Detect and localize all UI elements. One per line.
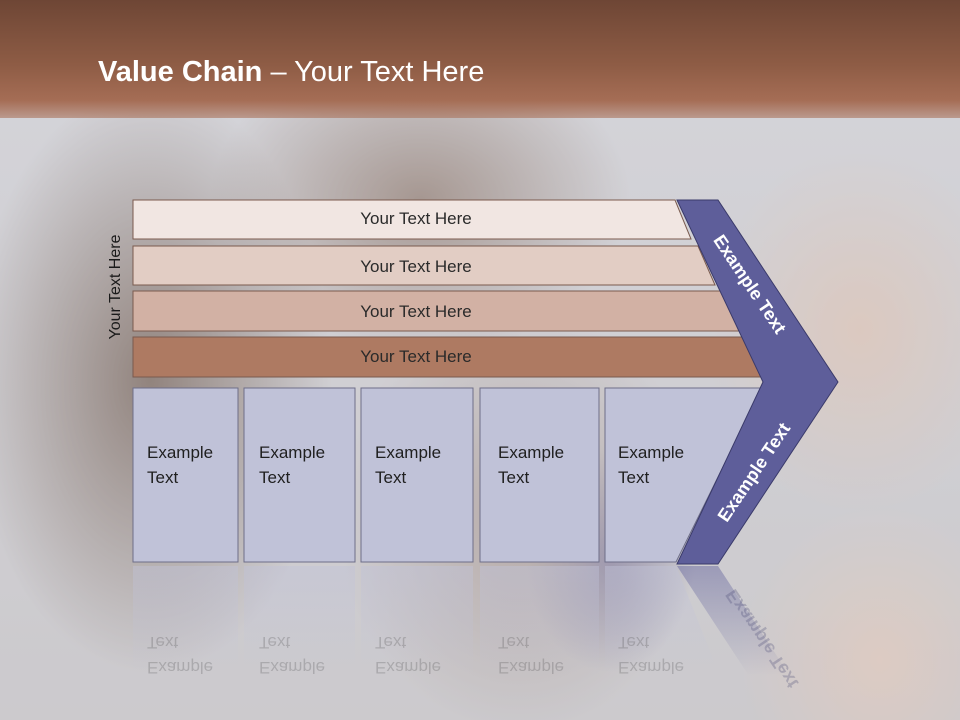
title-bar: [0, 0, 960, 118]
page-title: Value Chain – Your Text Here: [98, 56, 484, 89]
bar-4-label: Your Text Here: [360, 347, 472, 366]
box-1-line2: Text: [147, 468, 179, 487]
box-4: [479, 387, 600, 563]
box-4-reflection-label: Example Text: [498, 630, 608, 680]
box-5-reflection: [605, 566, 720, 676]
box-3: [360, 387, 474, 563]
box-2-reflection-label: Example Text: [259, 630, 369, 680]
chevron-reflection: [677, 566, 790, 676]
box-5-reflection-label: Example Text: [618, 630, 728, 680]
box-3-line2: Text: [375, 468, 407, 487]
box-4-line1: Example: [498, 443, 565, 462]
box-1-refl-line2: Text: [147, 633, 179, 652]
box-1-reflection: [133, 566, 238, 676]
box-2-reflection: [244, 566, 355, 676]
title-rest: – Your Text Here: [262, 56, 485, 88]
bar-1-label: Your Text Here: [360, 209, 472, 228]
box-1-line1: Example: [147, 443, 214, 462]
bar-3-label: Your Text Here: [360, 302, 472, 321]
box-1: [132, 387, 239, 563]
box-4-refl-line2: Text: [498, 633, 530, 652]
box-5-line2: Text: [618, 468, 650, 487]
box-5: [604, 387, 763, 563]
box-2-refl-line2: Text: [259, 633, 291, 652]
box-3-line1: Example: [375, 443, 442, 462]
box-3-reflection: [361, 566, 473, 676]
box-4-refl-line1: Example: [498, 658, 565, 677]
box-2-line1: Example: [259, 443, 326, 462]
box-3-refl-line1: Example: [375, 658, 442, 677]
title-bold: Value Chain: [98, 56, 263, 88]
box-4-line2: Text: [498, 468, 530, 487]
box-1-refl-line1: Example: [147, 658, 214, 677]
box-5-line1: Example: [618, 443, 685, 462]
box-2: [243, 387, 356, 563]
box-3-reflection-label: Example Text: [375, 630, 485, 680]
box-1-reflection-label: Example Text: [147, 630, 257, 680]
chevron-arrow: [676, 199, 839, 565]
box-5-refl-line1: Example: [618, 658, 685, 677]
box-5-refl-line2: Text: [618, 633, 650, 652]
box-4-reflection: [480, 566, 599, 676]
box-3-refl-line2: Text: [375, 633, 407, 652]
bar-1: [132, 199, 692, 240]
bar-2-label: Your Text Here: [360, 257, 472, 276]
box-2-line2: Text: [259, 468, 291, 487]
box-2-refl-line1: Example: [259, 658, 326, 677]
bar-2: [132, 245, 716, 286]
